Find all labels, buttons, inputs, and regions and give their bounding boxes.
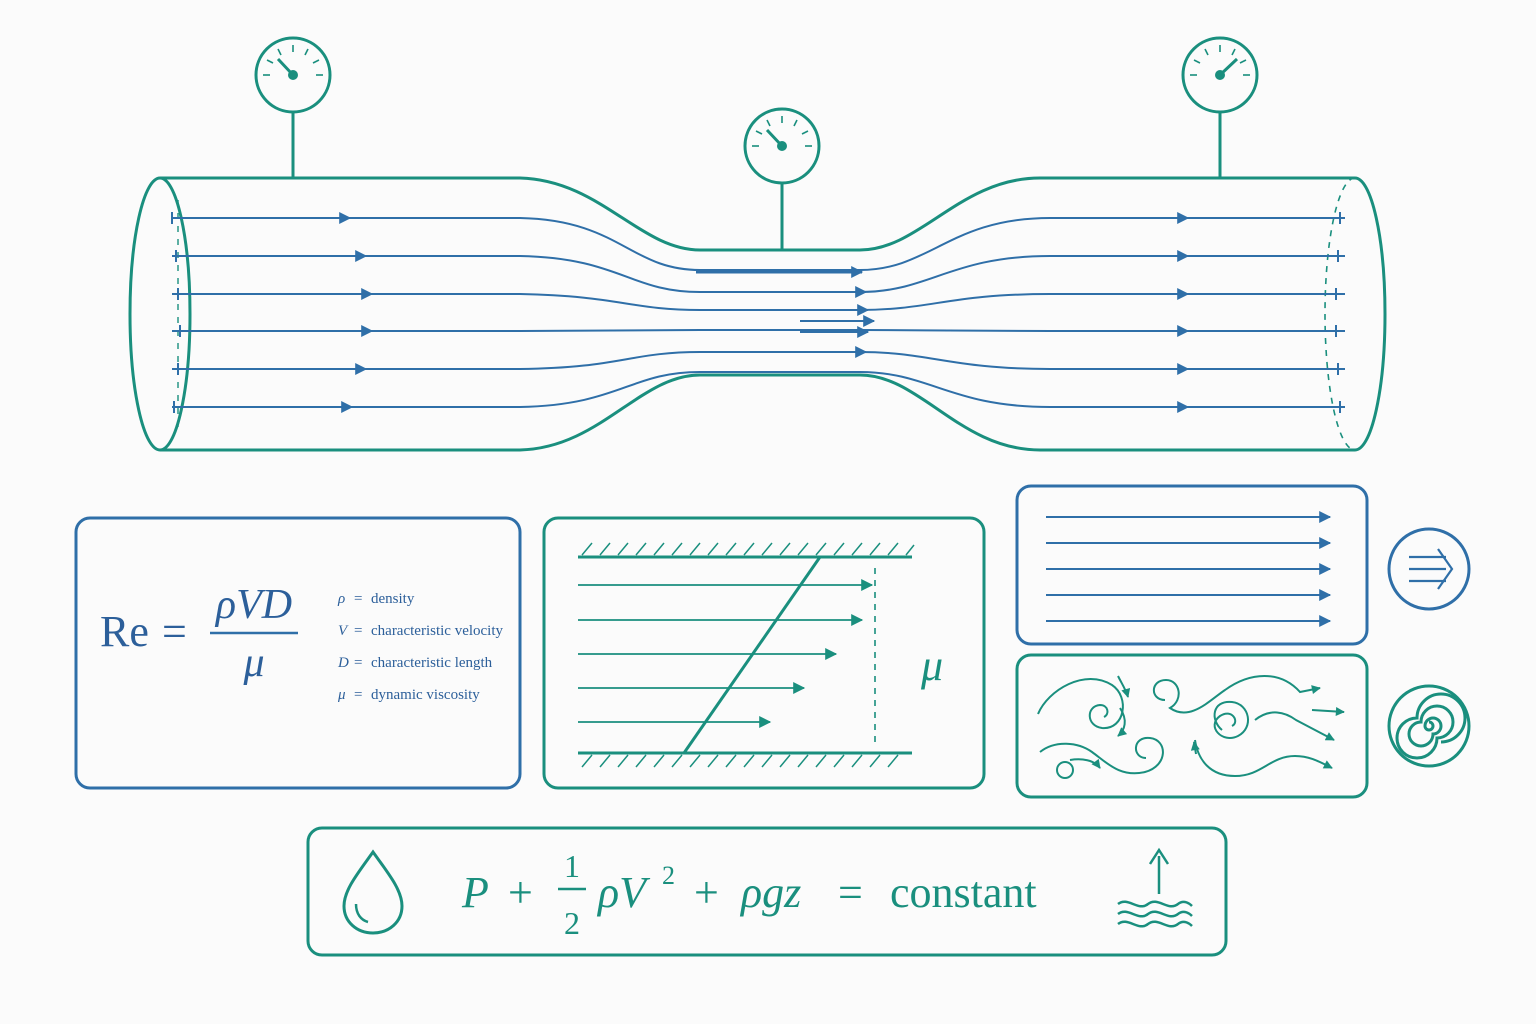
linear-profile-line xyxy=(682,556,822,754)
legend-text-density: density xyxy=(371,591,415,607)
bernoulli-panel: P + 1 2 ρV 2 + ρgz = constant xyxy=(306,826,1228,957)
legend-text-length: characteristic length xyxy=(371,655,493,671)
plus-sign-1: + xyxy=(508,868,533,917)
legend-text-viscosity: dynamic viscosity xyxy=(371,687,480,703)
term-squared: 2 xyxy=(662,861,675,890)
tube-outlet xyxy=(1354,176,1387,452)
tube-wall-top xyxy=(160,176,1355,252)
term-pressure: P xyxy=(461,868,489,917)
turbulent-flow-panel xyxy=(1015,653,1369,799)
laminar-flow-panel xyxy=(1015,484,1369,646)
laminar-flow-icon xyxy=(1387,527,1471,611)
legend-symbol-rho: ρ xyxy=(337,591,345,607)
re-legend: ρ = density V = characteristic velocity … xyxy=(337,591,504,703)
bernoulli-equation: P + 1 2 ρV 2 + ρgz = constant xyxy=(461,848,1037,941)
legend-text-velocity: characteristic velocity xyxy=(371,623,504,639)
pressure-gauge-outlet xyxy=(1181,36,1259,178)
re-denominator: μ xyxy=(242,640,264,686)
legend-eq: = xyxy=(354,623,362,639)
term-rho-g-z: ρgz xyxy=(739,868,801,917)
re-numerator: ρVD xyxy=(214,582,292,628)
re-symbol: Re xyxy=(100,607,149,656)
term-constant: constant xyxy=(890,868,1037,917)
plus-sign-2: + xyxy=(694,868,719,917)
shear-flow-panel: μ xyxy=(542,516,986,790)
viscosity-symbol: μ xyxy=(920,641,943,690)
velocity-profile xyxy=(578,579,874,728)
tube-inlet xyxy=(128,176,192,452)
legend-symbol-v: V xyxy=(338,623,349,639)
legend-eq: = xyxy=(354,687,362,703)
reynolds-number-panel: Re = ρVD μ ρ = density V = characteristi… xyxy=(74,516,522,790)
elevation-waves-icon xyxy=(1117,847,1193,928)
legend-eq: = xyxy=(354,655,362,671)
term-rho-v: ρV xyxy=(596,868,651,917)
water-drop-icon xyxy=(342,849,404,935)
equals-sign: = xyxy=(838,868,863,917)
legend-symbol-mu: μ xyxy=(337,687,346,703)
legend-symbol-d: D xyxy=(337,655,349,671)
pressure-gauge-throat xyxy=(743,107,821,250)
legend-eq: = xyxy=(354,591,362,607)
fraction-denominator: 2 xyxy=(564,905,580,941)
streamlines xyxy=(171,212,1345,413)
tube-wall-bottom xyxy=(160,373,1355,452)
fraction-numerator: 1 xyxy=(564,848,580,884)
spiral-vortex-icon xyxy=(1387,684,1471,768)
venturi-tube xyxy=(128,36,1387,452)
re-equals: = xyxy=(162,607,187,656)
pressure-gauge-inlet xyxy=(254,36,332,178)
